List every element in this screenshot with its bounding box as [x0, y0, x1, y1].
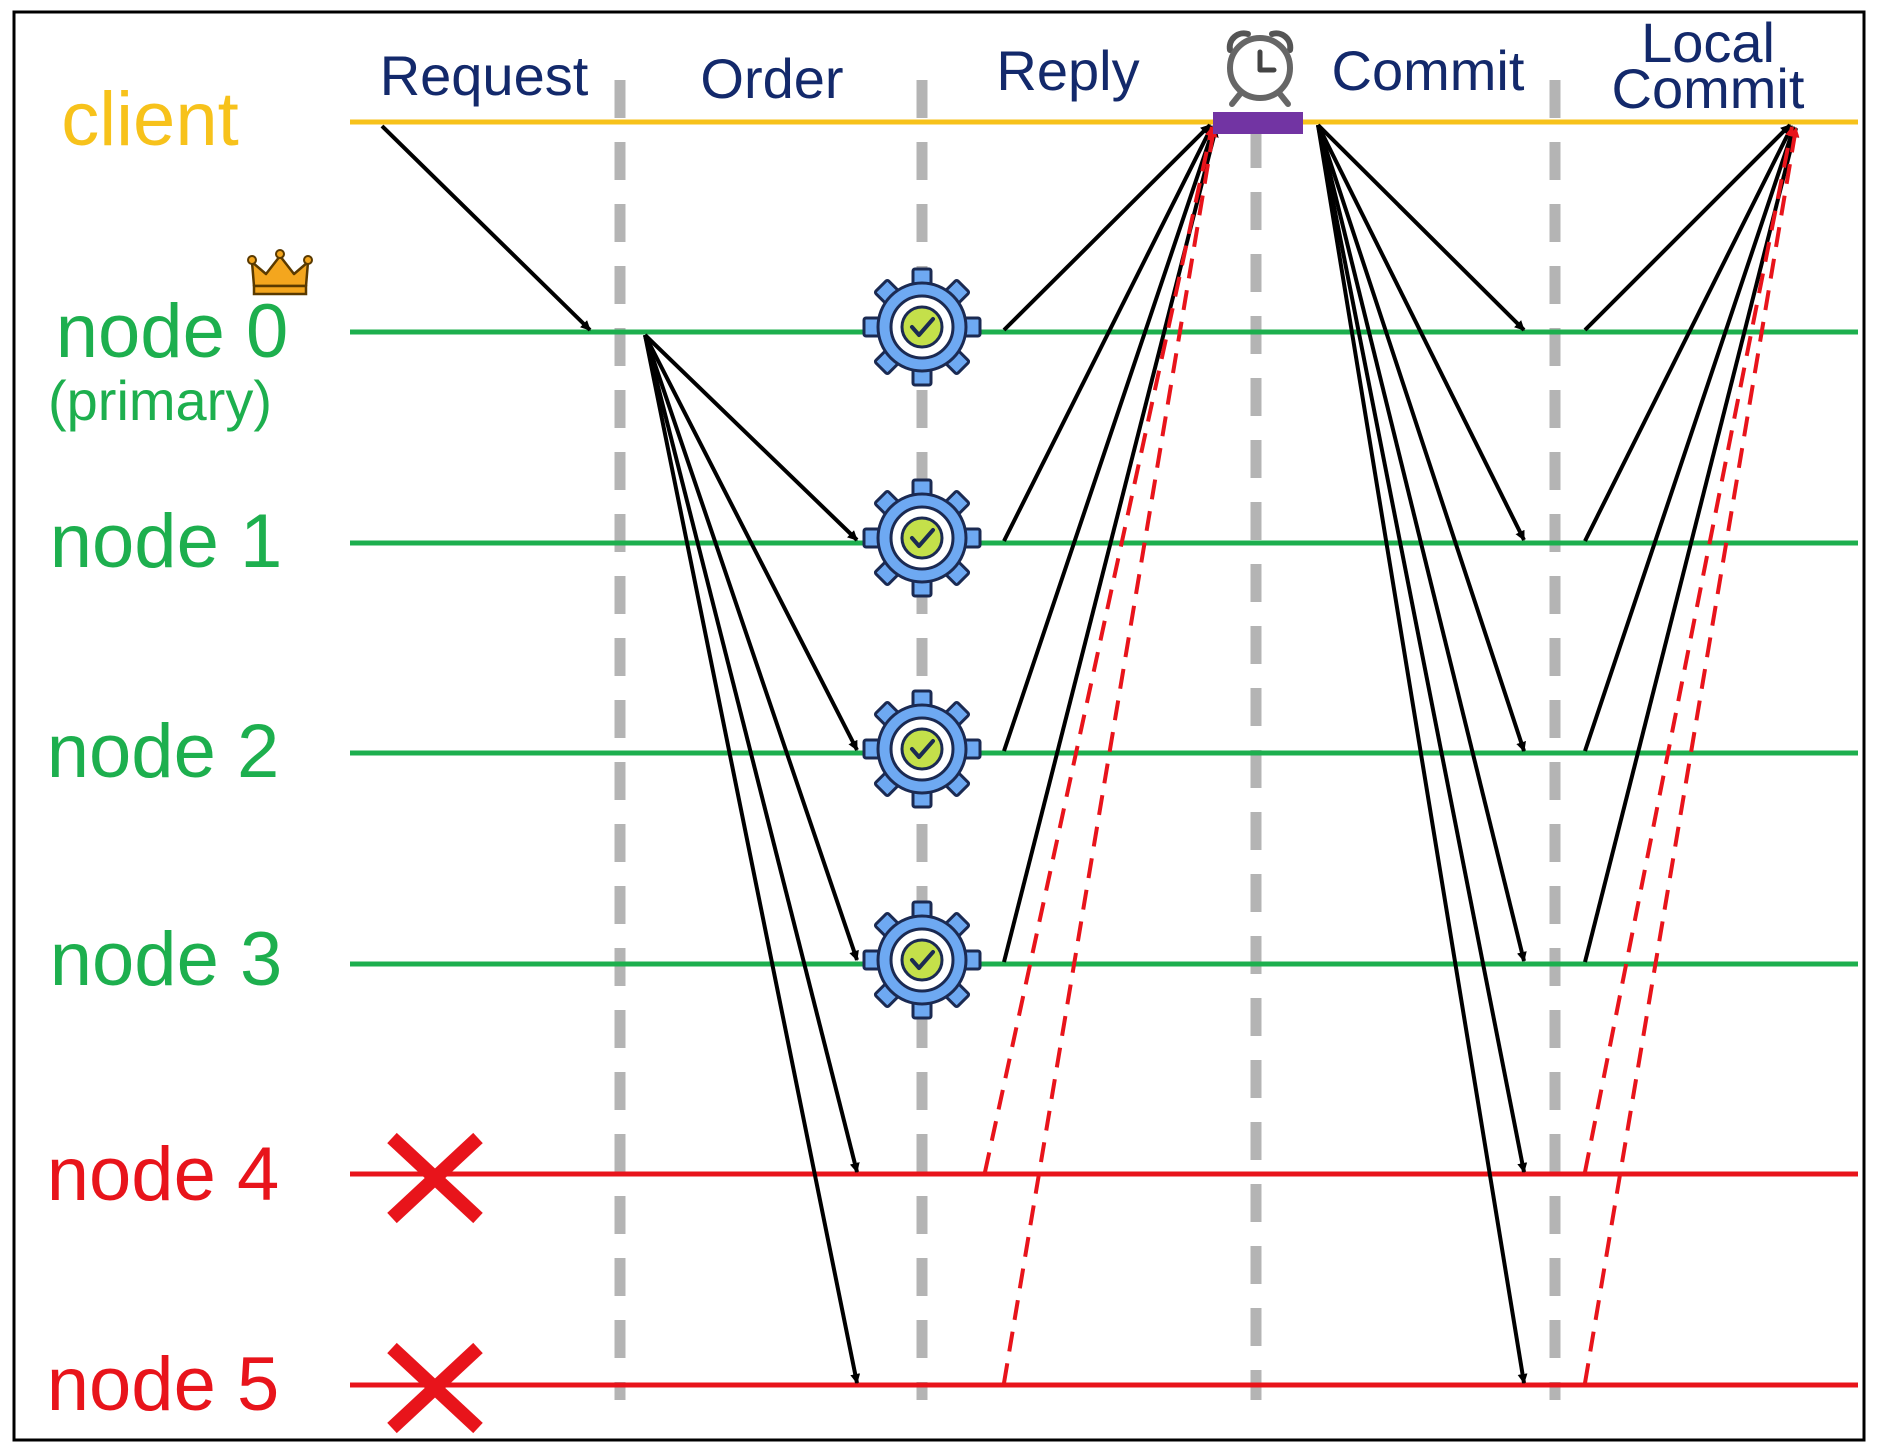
- gear-check-icon: [862, 267, 982, 387]
- local-commit-arrow-node1: [1583, 125, 1794, 542]
- commit-arrow-node3: [1316, 124, 1527, 962]
- reply-arrows: [1002, 123, 1219, 963]
- crown-icon: [247, 249, 313, 296]
- lane-lines: [350, 119, 1858, 1388]
- node3-label: node 3: [50, 917, 282, 1002]
- phase-label-request: Request: [380, 44, 589, 107]
- commit-arrow-node0: [1316, 123, 1526, 332]
- phase-label-commit: Commit: [1332, 39, 1525, 102]
- client-label: client: [61, 77, 238, 162]
- local-commit-missing-node5: [1583, 127, 1800, 1384]
- lane-labels: client node 0 (primary) node 1 node 2 no…: [47, 77, 288, 1427]
- red-x-icon: [387, 1342, 483, 1434]
- node1-label: node 1: [50, 499, 282, 584]
- commit-arrow-node1: [1316, 124, 1526, 541]
- node5-label: node 5: [47, 1342, 279, 1427]
- commit-arrow-node4: [1316, 124, 1528, 1173]
- reply-arrow-node0: [1002, 123, 1212, 332]
- phase-label-reply: Reply: [996, 39, 1139, 102]
- local-commit-arrow-node0: [1583, 123, 1792, 332]
- node2-label: node 2: [47, 709, 279, 794]
- local-commit-missing-node4: [1583, 126, 1796, 1173]
- commit-arrows: [1316, 123, 1528, 1384]
- order-arrow-node2: [643, 334, 859, 751]
- commit-arrow-node2: [1316, 124, 1526, 752]
- order-arrow-node5: [643, 334, 861, 1384]
- reply-missing-node4: [983, 126, 1215, 1173]
- timer-bar: [1213, 112, 1303, 134]
- red-x-icon: [387, 1132, 483, 1224]
- node0-label: node 0: [56, 289, 288, 374]
- alarm-clock-icon: [1226, 30, 1294, 107]
- phase-label-local-commit: Commit: [1612, 57, 1805, 120]
- reply-arrow-node1: [1002, 125, 1214, 542]
- gear-check-icon: [862, 689, 982, 809]
- gear-check-icon: [862, 478, 982, 598]
- phase-label-local: Local: [1641, 11, 1775, 74]
- gear-check-icon: [862, 900, 982, 1020]
- reply-missing-arrows: [983, 126, 1218, 1384]
- phase-label-order: Order: [700, 47, 843, 110]
- node0-primary-label: (primary): [48, 369, 272, 432]
- reply-arrow-node3: [1002, 127, 1219, 963]
- local-commit-missing-arrows: [1583, 126, 1800, 1384]
- reply-missing-node5: [1002, 127, 1218, 1384]
- order-arrow-node3: [643, 334, 859, 961]
- order-arrow-node1: [643, 333, 859, 542]
- node4-label: node 4: [47, 1132, 279, 1217]
- phase-dividers: [614, 80, 1561, 1400]
- local-commit-arrow-node3: [1583, 127, 1799, 963]
- local-commit-arrows: [1583, 123, 1799, 963]
- reply-arrow-node2: [1002, 126, 1216, 752]
- local-commit-arrow-node2: [1583, 126, 1796, 752]
- request-arrow: [380, 124, 592, 332]
- phase-labels: Request Order Reply Commit Local Commit: [380, 11, 1805, 120]
- order-arrow-node4: [643, 334, 860, 1173]
- commit-arrow-node5: [1316, 124, 1528, 1384]
- diagram-border: [12, 10, 1866, 1442]
- order-arrows: [643, 333, 861, 1384]
